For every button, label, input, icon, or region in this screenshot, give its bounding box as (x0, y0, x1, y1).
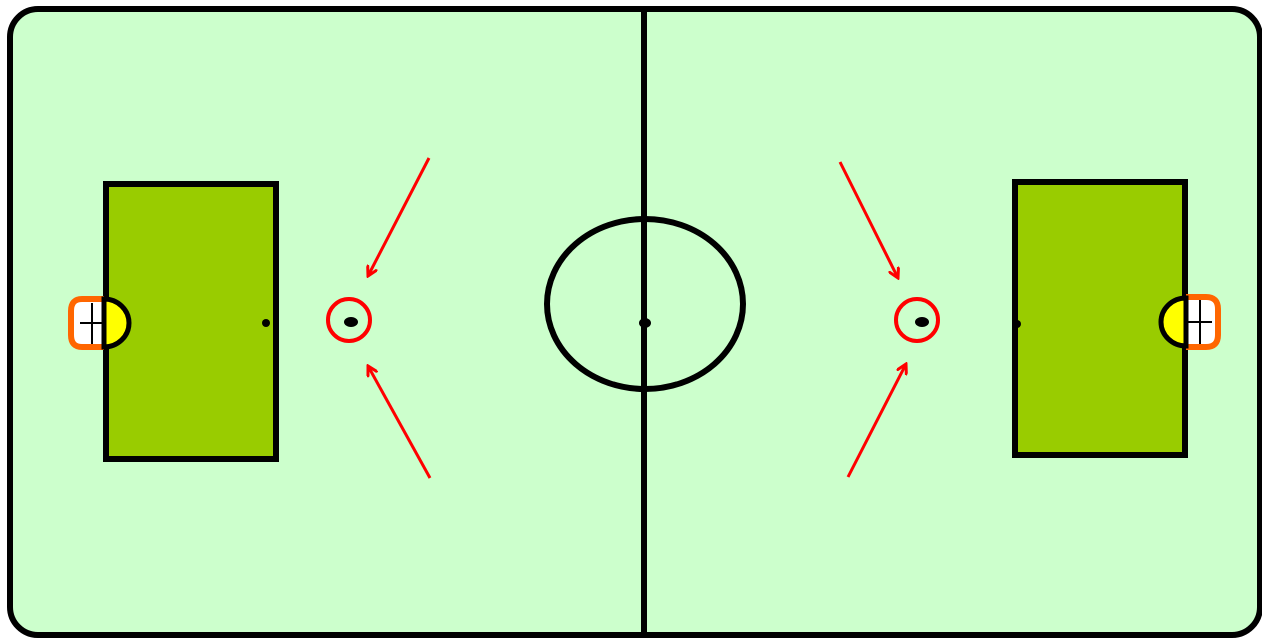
left-goal-icon (68, 296, 132, 350)
center-spot (639, 318, 651, 328)
right-goal-icon (1158, 294, 1221, 350)
right-second-penalty-spot (915, 317, 929, 327)
right-highlight-circle (894, 297, 940, 343)
pitch-surface (7, 6, 1262, 638)
left-lower-arrow (368, 366, 432, 479)
right-penalty-spot (1013, 320, 1021, 328)
left-penalty-area (103, 181, 279, 462)
left-second-penalty-spot (344, 317, 358, 327)
center-circle (544, 216, 746, 392)
left-highlight-circle (326, 297, 372, 343)
left-goal-crease (101, 296, 132, 350)
right-goal-crease (1158, 295, 1189, 349)
right-lower-arrow (846, 364, 906, 478)
right-upper-arrow (838, 161, 898, 278)
left-upper-arrow (368, 157, 431, 276)
right-penalty-area (1012, 179, 1188, 458)
left-penalty-spot (262, 319, 270, 327)
